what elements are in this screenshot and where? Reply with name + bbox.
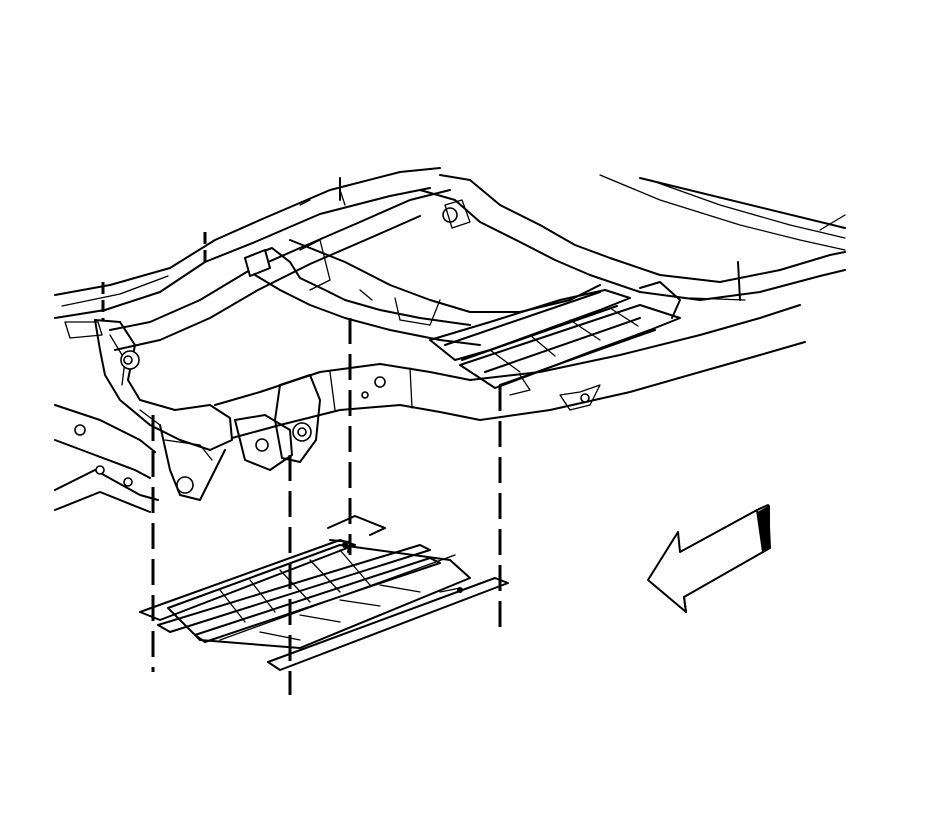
front-direction-arrow	[647, 504, 771, 613]
vehicle-frame-underside	[54, 167, 846, 513]
alignment-guides	[101, 232, 502, 695]
skid-plate-shield	[139, 515, 509, 671]
